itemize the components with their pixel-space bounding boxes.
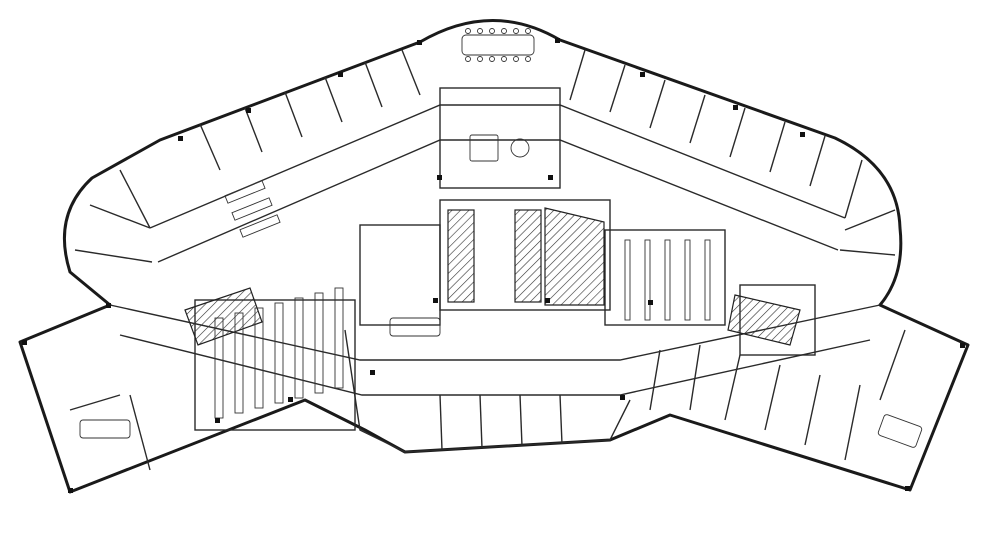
office-partitions-left: [74, 49, 421, 263]
meeting-tables: [79, 134, 923, 448]
workstation-rows: [214, 180, 711, 419]
core-hatched-areas: [184, 207, 801, 346]
structural-columns: [22, 38, 965, 493]
office-partitions-lower: [69, 329, 906, 471]
building-outline: [18, 19, 970, 494]
conference-table-top: [461, 28, 535, 62]
office-partitions-right: [569, 49, 896, 256]
corridor-lines: [109, 87, 881, 453]
